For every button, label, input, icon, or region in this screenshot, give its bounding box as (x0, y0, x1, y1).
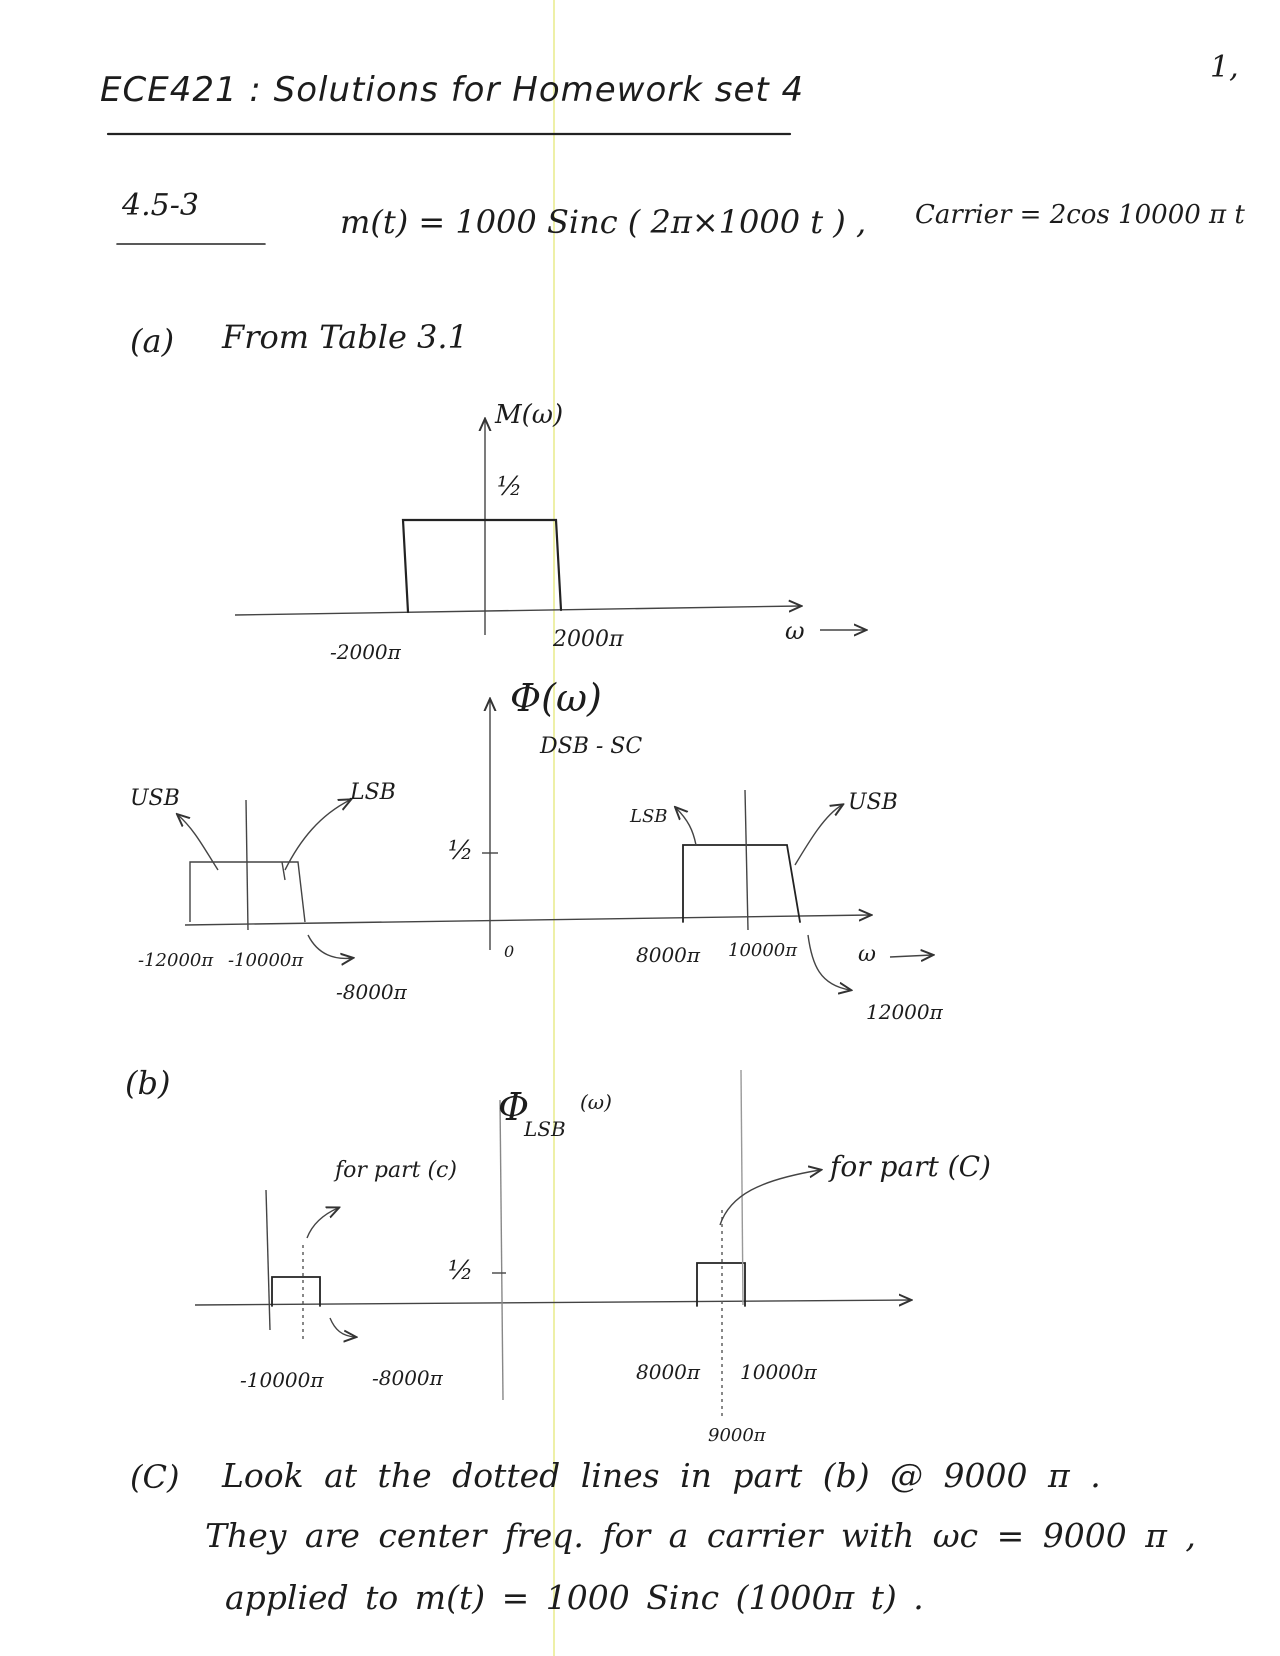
dsb-tick-5: 10000π (728, 940, 798, 961)
note-right-for-part-c: for part (C) (830, 1150, 991, 1183)
part-a-intro: From Table 3.1 (222, 318, 468, 356)
lsb-spectrum-plot (194, 1069, 910, 1420)
dsb-right-band (682, 844, 801, 923)
problem-number: 4.5-3 (122, 188, 199, 223)
m-rect-pulse (401, 518, 563, 614)
lsb-tick-4: 9000π (708, 1425, 766, 1446)
usb-right-arrow (794, 805, 842, 866)
dsb-spectrum-plot (178, 700, 932, 990)
dsb-arrow-omega (889, 955, 932, 957)
message-signal: m(t) = 1000 Sinc ( 2π×1000 t ) , (340, 203, 867, 241)
lsb-left-label: LSB (350, 780, 396, 805)
lsb-tick-2: 8000π (636, 1360, 701, 1384)
usb-left-label: USB (130, 786, 180, 811)
lsb-title-arg: (ω) (580, 1090, 612, 1114)
message-spectrum-plot (234, 420, 865, 635)
dsb-left-band (189, 861, 306, 923)
lsb-left-carrier-line (265, 1189, 271, 1331)
dsb-tick-1: -10000π (228, 950, 304, 971)
part-c-line-3: applied to m(t) = 1000 Sinc (1000π t) . (225, 1578, 924, 1617)
dsb-omega-symbol: ω (858, 942, 876, 967)
part-b-label: (b) (125, 1064, 171, 1102)
lsb-tick-1: -8000π (372, 1366, 443, 1390)
plus-12000-arrow (807, 934, 850, 990)
m-omega-symbol: ω (785, 617, 805, 645)
dsb-omega-axis (184, 915, 870, 926)
m-omega-axis (234, 606, 800, 616)
lsb-right-arrow (676, 808, 697, 846)
margin-guide-line (553, 0, 555, 1656)
lsb-right-carrier-line (740, 1069, 744, 1306)
dsb-right-carrier-line (744, 789, 749, 931)
lsb-left-block (271, 1276, 321, 1307)
dsb-tick-6: 12000π (866, 1000, 943, 1024)
dsb-title: Φ(ω) (510, 676, 602, 720)
lsb-left-arrow (284, 800, 350, 871)
part-c-label: (C) (130, 1458, 180, 1496)
for-part-c-left-arrow (306, 1208, 338, 1239)
lsb-tick-3: 10000π (740, 1360, 817, 1384)
m-tick-pos: 2000π (553, 627, 624, 652)
dsb-left-lsb-edge (281, 861, 286, 881)
dsb-amplitude: ½ (448, 836, 474, 866)
dsb-subtitle: DSB - SC (540, 734, 643, 759)
note-left-for-part-c: for part (c) (335, 1158, 457, 1183)
lsb-title: Φ (498, 1085, 530, 1129)
m-spectrum-title: M(ω) (495, 400, 564, 430)
lsb-vertical-axis (499, 1099, 504, 1401)
lsb-right-label: LSB (630, 806, 668, 827)
dsb-tick-2: -8000π (336, 980, 407, 1004)
m-amplitude-label: ½ (497, 472, 523, 502)
lsb-right-block (696, 1262, 746, 1307)
lsb-omega-axis (194, 1300, 910, 1305)
minus-8000-arrow (307, 934, 352, 958)
part-a-label: (a) (130, 322, 175, 360)
carrier-signal: Carrier = 2cos 10000 π t (915, 200, 1245, 230)
dsb-tick-0: -12000π (138, 950, 214, 971)
page-number: 1, (1210, 50, 1239, 85)
dsb-tick-3: 0 (504, 942, 515, 961)
lsb-amplitude: ½ (448, 1256, 474, 1286)
part-c-line-1: Look at the dotted lines in part (b) @ 9… (222, 1456, 1101, 1495)
part-c-line-2: They are center freq. for a carrier with… (205, 1516, 1196, 1555)
m-tick-neg: -2000π (330, 640, 401, 664)
page-title: ECE421 : Solutions for Homework set 4 (100, 70, 805, 110)
lsb-tick-0: -10000π (240, 1368, 324, 1392)
dsb-tick-4: 8000π (636, 943, 701, 967)
usb-left-arrow (178, 815, 219, 871)
minus-8000-small-arrow (329, 1317, 355, 1337)
for-part-c-right-arrow (719, 1170, 820, 1226)
usb-right-label: USB (848, 790, 898, 815)
lsb-title-sub: LSB (524, 1117, 566, 1141)
dsb-left-carrier-line (245, 799, 249, 931)
